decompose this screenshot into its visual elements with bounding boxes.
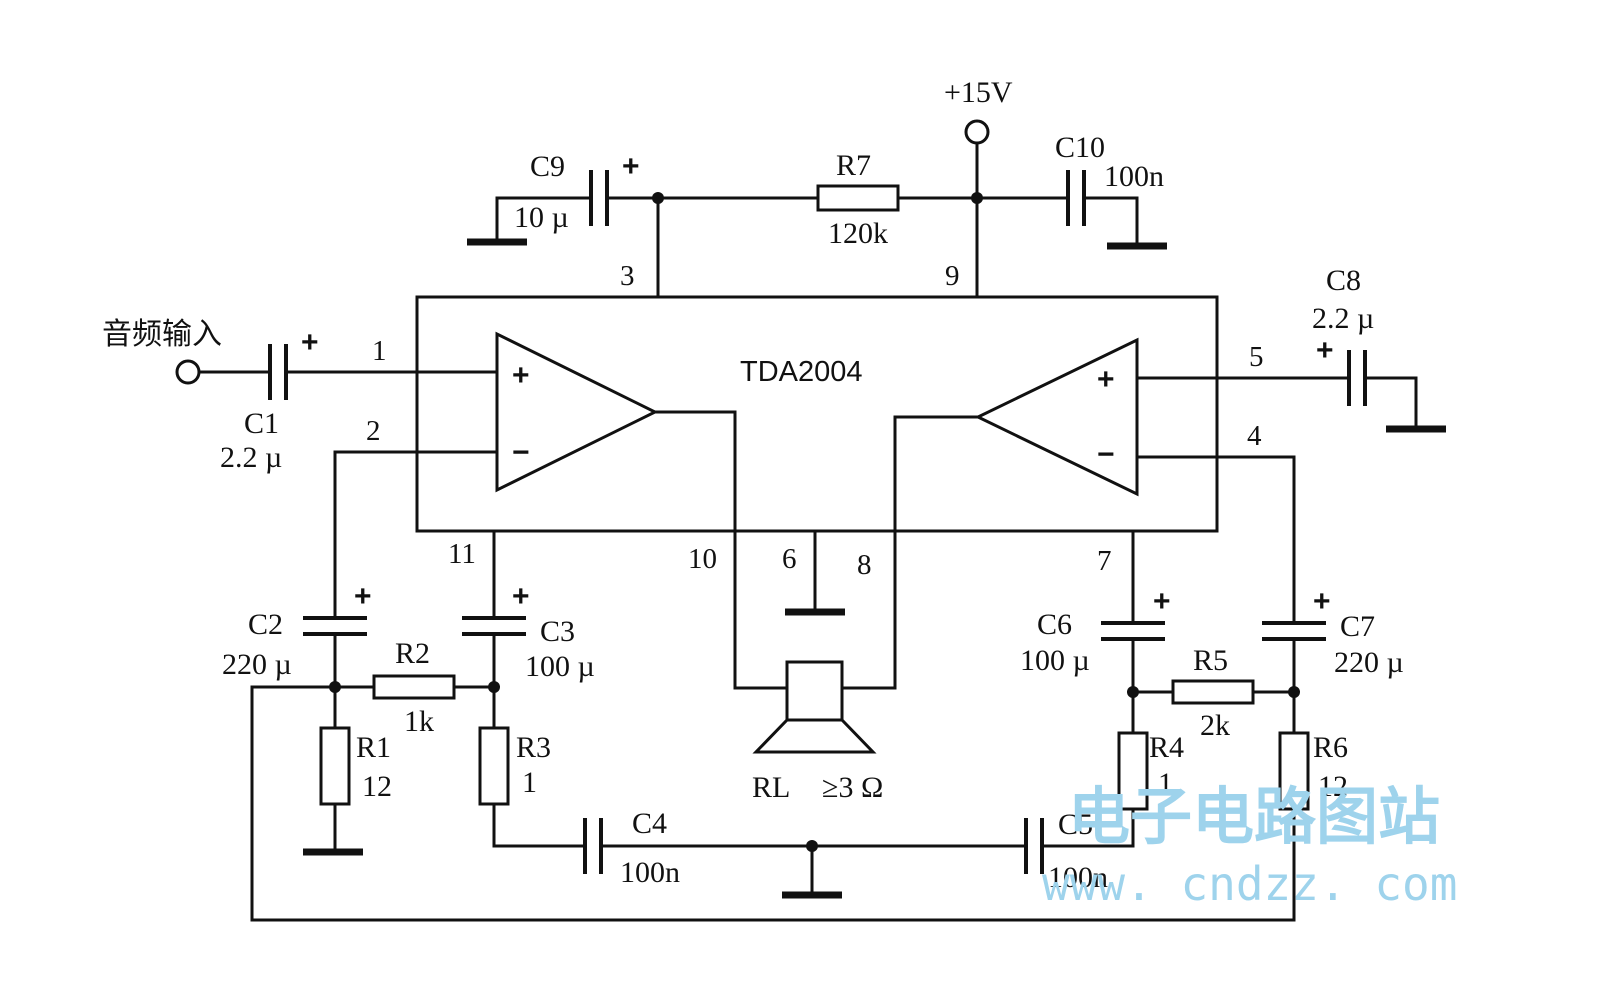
- resistor-r2: [372, 674, 456, 700]
- resistor-r7: [816, 184, 900, 212]
- c1-name: C1: [244, 407, 279, 440]
- r2-value: 1k: [404, 705, 434, 738]
- pin-3: 3: [620, 260, 635, 292]
- c1-value: 2.2 µ: [220, 441, 282, 474]
- c7-value: 220 µ: [1334, 646, 1404, 679]
- c4-value: 100n: [620, 856, 680, 889]
- r3-value: 1: [522, 766, 537, 799]
- speaker-icon: [785, 660, 844, 722]
- c9-value: 10 µ: [514, 201, 569, 234]
- pin-6: 6: [782, 543, 797, 575]
- pin-2: 2: [366, 415, 381, 447]
- c4-name: C4: [632, 807, 667, 840]
- r7-value: 120k: [828, 217, 888, 250]
- watermark-url: www. cndzz. com: [1042, 857, 1457, 911]
- c10-name: C10: [1055, 131, 1105, 164]
- r6-name: R6: [1313, 731, 1348, 764]
- c3-plus: +: [512, 580, 530, 613]
- c3-name: C3: [540, 615, 575, 648]
- right-amp-minus: −: [1097, 438, 1115, 471]
- supply-terminal: [964, 119, 990, 145]
- pin-7: 7: [1097, 545, 1112, 577]
- c8-name: C8: [1326, 264, 1361, 297]
- pin-10: 10: [688, 543, 717, 575]
- c5-value: 100n: [1048, 861, 1108, 894]
- c5-name: C5: [1058, 808, 1093, 841]
- audio-input-label: 音频输入: [102, 318, 222, 351]
- c6-value: 100 µ: [1020, 644, 1090, 677]
- ic-body: [415, 295, 1219, 533]
- c9-name: C9: [530, 150, 565, 183]
- c7-name: C7: [1340, 610, 1375, 643]
- c6-name: C6: [1037, 608, 1072, 641]
- r1-value: 12: [362, 770, 392, 803]
- watermark-cn: 电子电路图站: [1068, 780, 1440, 853]
- resistor-r5: [1171, 679, 1255, 705]
- resistor-r1: [319, 726, 351, 806]
- c7-plus: +: [1313, 585, 1331, 618]
- r3-name: R3: [516, 731, 551, 764]
- ic-label: TDA2004: [740, 356, 863, 388]
- r6-value: 12: [1318, 770, 1348, 803]
- audio-input-terminal: [175, 359, 201, 385]
- pin-8: 8: [857, 549, 872, 581]
- rl-value: ≥3 Ω: [822, 771, 883, 804]
- pin-9: 9: [945, 260, 960, 292]
- c6-plus: +: [1153, 585, 1171, 618]
- left-amplifier: [495, 331, 659, 493]
- c8-value: 2.2 µ: [1312, 302, 1374, 335]
- c1-plus: +: [301, 326, 319, 359]
- resistor-r4: [1117, 731, 1149, 811]
- c2-value: 220 µ: [222, 648, 292, 681]
- left-amp-minus: −: [512, 436, 530, 469]
- c9-plus: +: [622, 150, 640, 183]
- r5-name: R5: [1193, 644, 1228, 677]
- pin-11: 11: [448, 538, 476, 570]
- c8-plus: +: [1316, 334, 1334, 367]
- r1-name: R1: [356, 731, 391, 764]
- pin-5: 5: [1249, 341, 1264, 373]
- pin-4: 4: [1247, 420, 1262, 452]
- r4-name: R4: [1149, 731, 1184, 764]
- pin-1: 1: [372, 335, 387, 367]
- supply-label: +15V: [944, 76, 1013, 109]
- rl-name: RL: [752, 771, 790, 804]
- c10-value: 100n: [1104, 160, 1164, 193]
- c3-value: 100 µ: [525, 650, 595, 683]
- r4-value: 1: [1158, 767, 1173, 800]
- r5-value: 2k: [1200, 709, 1230, 742]
- resistor-r3: [478, 726, 510, 806]
- c2-name: C2: [248, 608, 283, 641]
- right-amp-plus: +: [1097, 363, 1115, 396]
- r7-name: R7: [836, 149, 871, 182]
- r2-name: R2: [395, 637, 430, 670]
- right-amplifier: [974, 337, 1139, 497]
- left-amp-plus: +: [512, 359, 530, 392]
- c2-plus: +: [354, 580, 372, 613]
